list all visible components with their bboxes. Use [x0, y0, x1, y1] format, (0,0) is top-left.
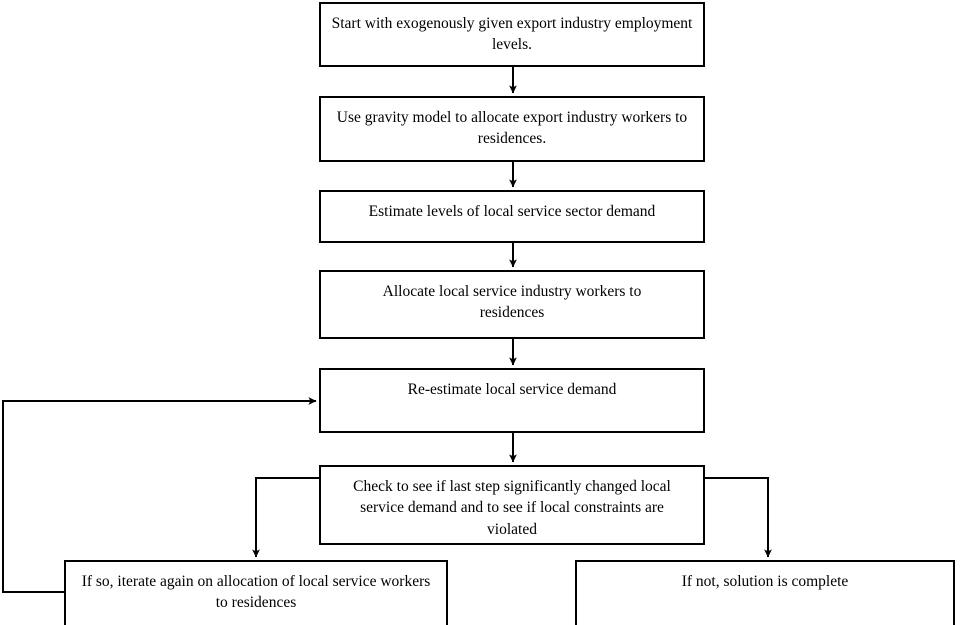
- node-label: Use gravity model to allocate export ind…: [336, 109, 688, 148]
- node-allocate-local-service-workers[interactable]: Allocate local service industry workers …: [319, 270, 705, 339]
- node-label: Allocate local service industry workers …: [382, 283, 642, 322]
- connector-check-to-if-not: [705, 477, 772, 558]
- node-label: If so, iterate again on allocation of lo…: [81, 573, 431, 612]
- node-if-so-iterate-again[interactable]: If so, iterate again on allocation of lo…: [64, 560, 448, 625]
- node-label: If not, solution is complete: [681, 573, 849, 590]
- node-gravity-model-allocate[interactable]: Use gravity model to allocate export ind…: [319, 96, 705, 162]
- node-if-not-solution-complete[interactable]: If not, solution is complete: [575, 560, 955, 625]
- node-label: Check to see if last step significantly …: [353, 478, 671, 538]
- node-re-estimate-local-service-demand[interactable]: Re-estimate local service demand: [319, 368, 705, 433]
- connector-if-so-feedback-to-reestimate: [2, 397, 317, 593]
- node-label: Estimate levels of local service sector …: [368, 203, 656, 220]
- connector-check-to-if-so: [252, 477, 319, 558]
- node-label: Start with exogenously given export indu…: [331, 15, 693, 54]
- node-label: Re-estimate local service demand: [407, 381, 617, 398]
- node-check-significant-change[interactable]: Check to see if last step significantly …: [319, 465, 705, 545]
- node-estimate-local-service-demand[interactable]: Estimate levels of local service sector …: [319, 190, 705, 243]
- node-start-export-employment[interactable]: Start with exogenously given export indu…: [319, 2, 705, 67]
